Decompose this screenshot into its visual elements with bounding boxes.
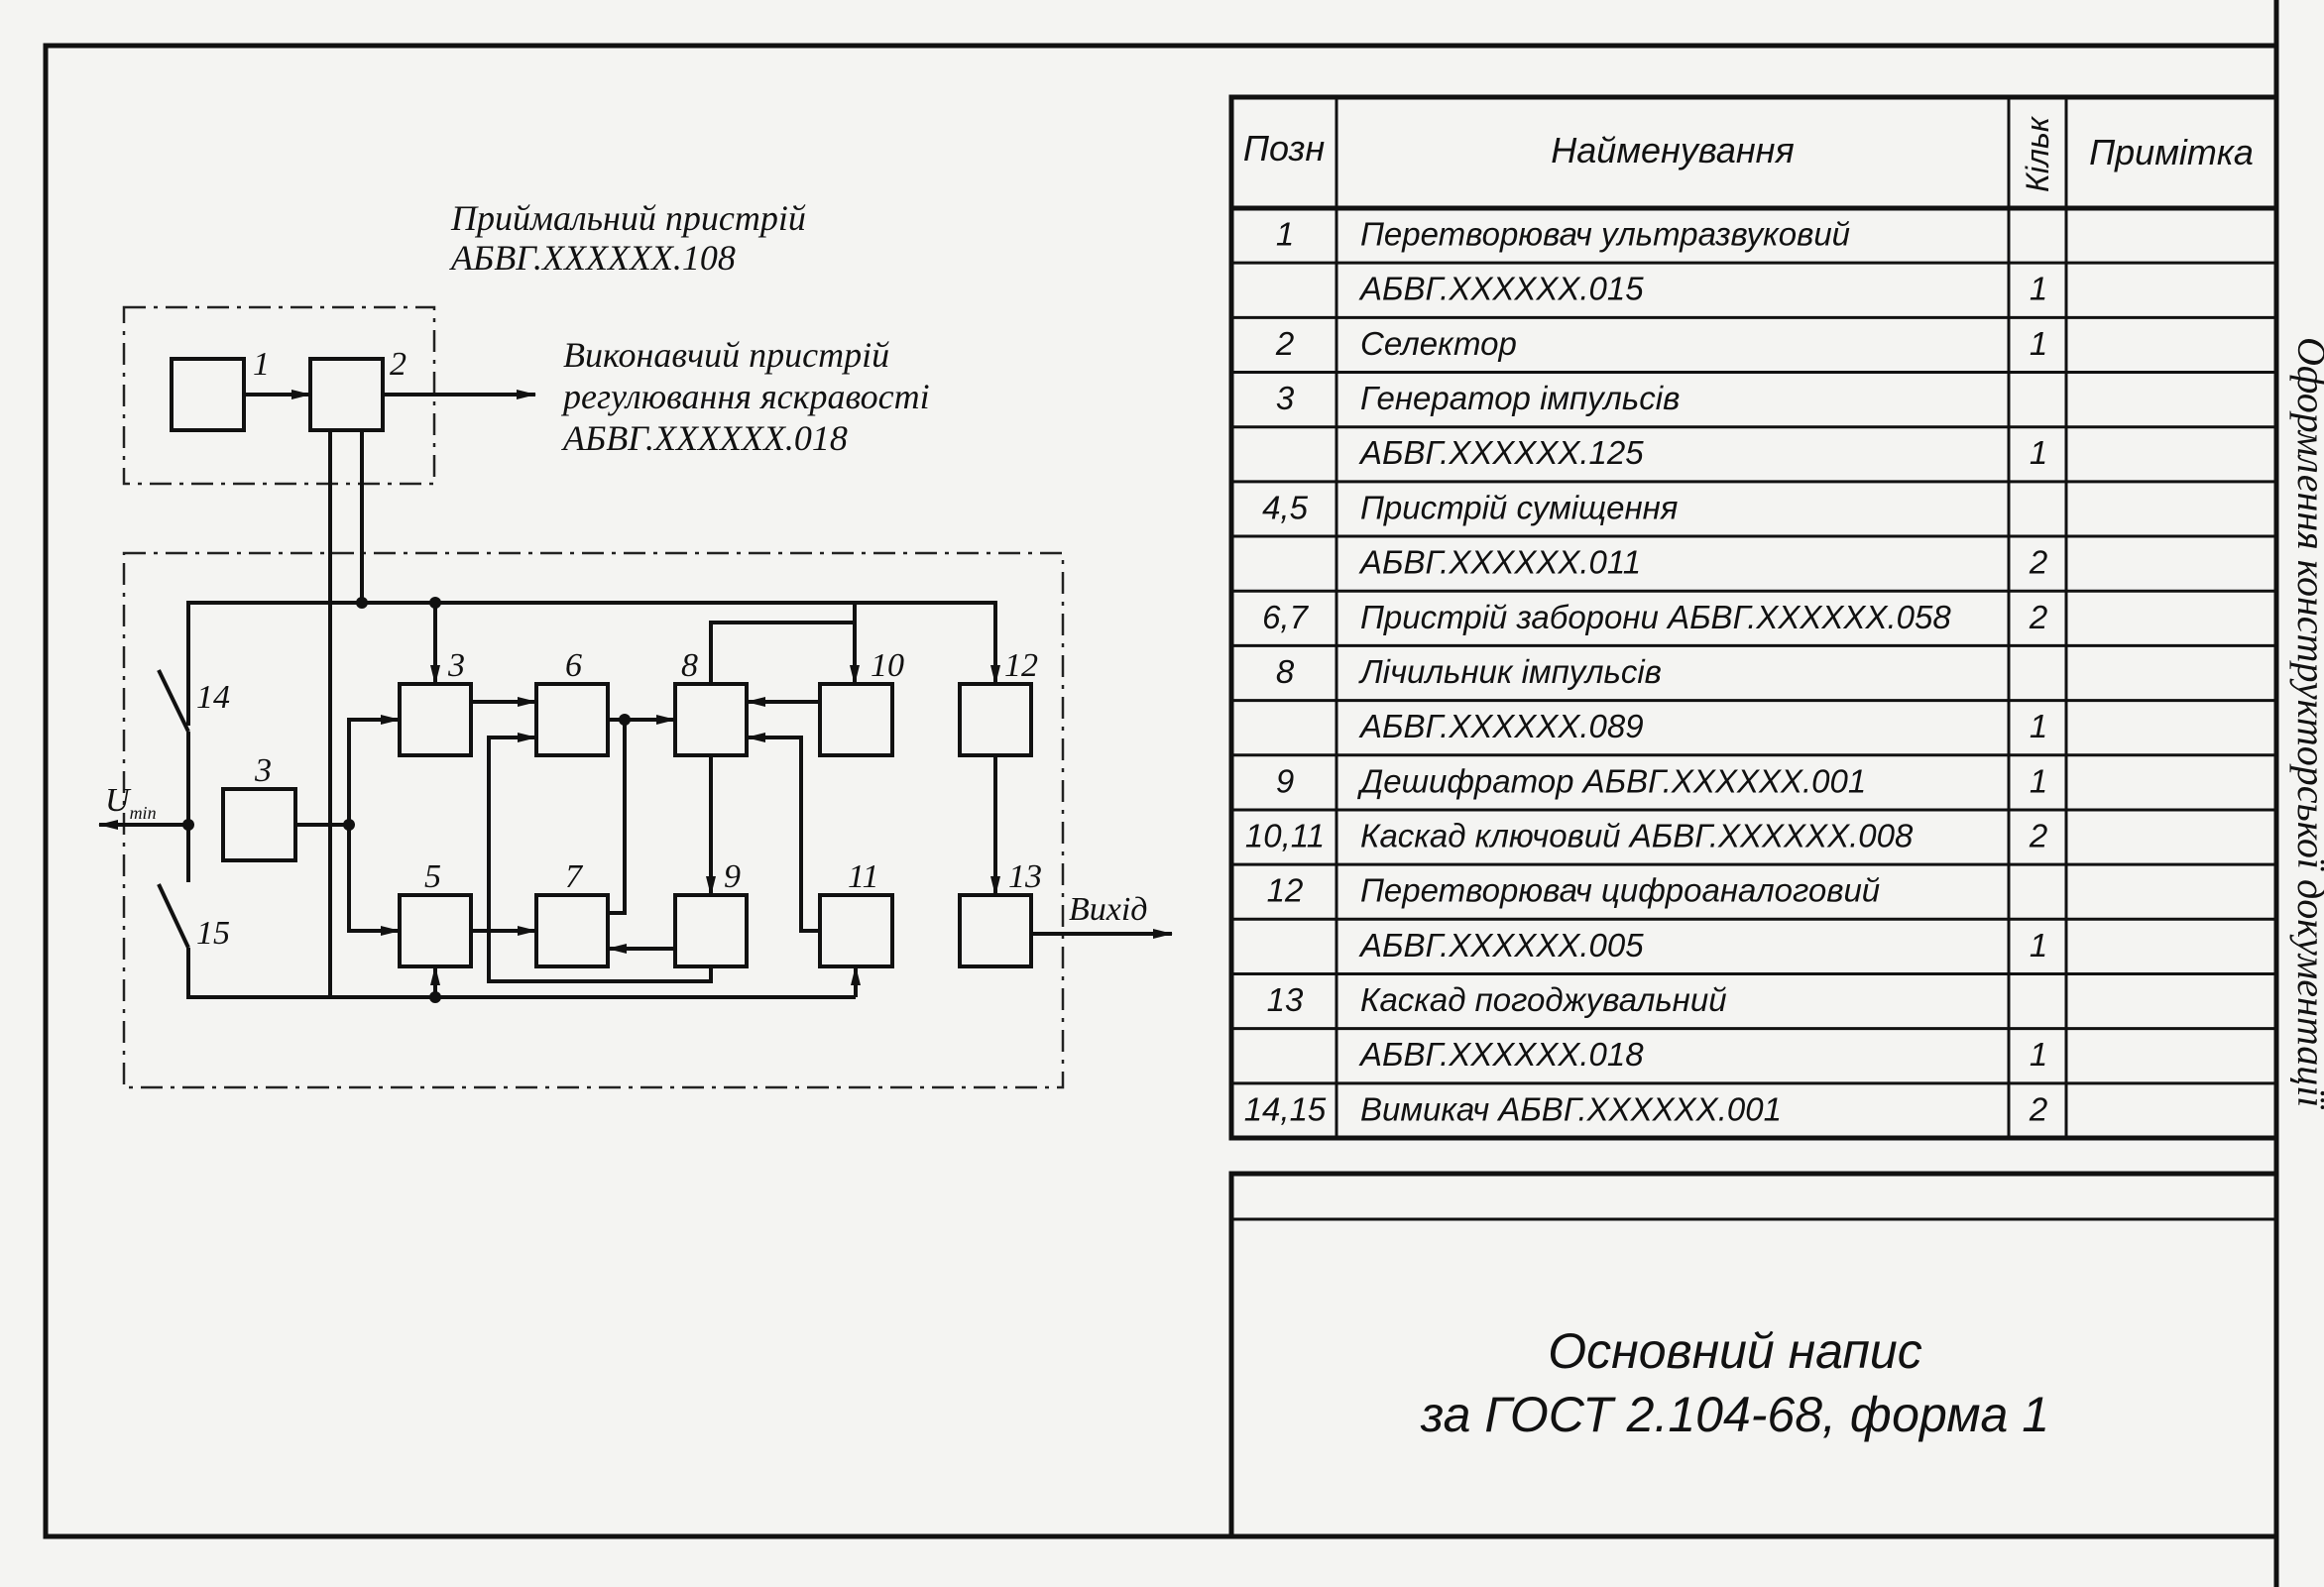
side-caption: Оформлення конструкторської документації — [2289, 337, 2324, 1109]
junction-dot — [429, 991, 441, 1003]
label-3-top: 3 — [447, 647, 465, 684]
table-cell-pos: 2 — [1275, 325, 1294, 362]
actuator-title-line3: АБВГ.XXXXXX.018 — [561, 418, 848, 458]
table-cell-pos: 8 — [1276, 653, 1295, 690]
table-cell-qty: 2 — [2029, 544, 2047, 581]
block-9 — [673, 893, 749, 968]
table-cell-name: АБВГ.XXXXXX.005 — [1358, 927, 1644, 964]
table-cell-name: АБВГ.XXXXXX.125 — [1358, 434, 1644, 471]
block-13 — [958, 893, 1033, 968]
junction-dot — [343, 819, 355, 831]
block-3-left — [221, 787, 297, 862]
wires — [98, 390, 1173, 999]
label-11: 11 — [848, 858, 878, 895]
actuator-title-line2: регулювання яскравості — [560, 377, 930, 416]
output-label: Вихід — [1069, 891, 1148, 928]
block-8 — [673, 682, 749, 757]
table-cell-name: Каскад ключовий АБВГ.XXXXXX.008 — [1360, 817, 1914, 853]
table-cell-pos: 9 — [1276, 762, 1294, 799]
receiver-title-line2: АБВГ.XXXXXX.108 — [449, 238, 736, 278]
table-cell-qty: 1 — [2030, 927, 2047, 964]
table-cell-name: Перетворювач ультразвуковий — [1360, 216, 1850, 253]
label-5: 5 — [424, 858, 441, 895]
block-diagram: Приймальний пристрій АБВГ.XXXXXX.108 Вик… — [98, 198, 1173, 1089]
title-block-line2: за ГОСТ 2.104-68, форма 1 — [1420, 1387, 2049, 1442]
label-10: 10 — [871, 647, 904, 684]
label-switch-15: 15 — [196, 915, 230, 952]
header-qty: Кільк — [2020, 115, 2055, 192]
table-cell-pos: 10,11 — [1245, 817, 1325, 853]
actuator-enclosure — [122, 551, 1065, 1089]
table-cell-name: Каскад погоджувальний — [1360, 981, 1727, 1018]
block-2 — [308, 357, 385, 432]
table-cell-name: Пристрій заборони АБВГ.XXXXXX.058 — [1360, 599, 1951, 635]
junction-dot — [619, 714, 631, 726]
table-cell-name: Перетворювач цифроаналоговий — [1360, 872, 1880, 909]
label-8: 8 — [681, 647, 698, 684]
table-cell-name: АБВГ.XXXXXX.015 — [1358, 271, 1644, 307]
table-cell-pos: 1 — [1276, 216, 1294, 253]
block-6 — [534, 682, 610, 757]
table-cell-pos: 3 — [1276, 380, 1295, 416]
block-3-top — [398, 682, 473, 757]
header-pos: Позн — [1243, 128, 1325, 169]
table-cell-qty: 1 — [2030, 271, 2047, 307]
receiver-title-line1: Приймальний пристрій — [450, 198, 806, 238]
junction-dot — [429, 597, 441, 609]
label-7: 7 — [565, 858, 584, 895]
table-cell-name: Дешифратор АБВГ.XXXXXX.001 — [1356, 762, 1866, 799]
table-cell-name: Пристрій суміщення — [1360, 489, 1678, 525]
block-7 — [534, 893, 610, 968]
label-12: 12 — [1004, 647, 1038, 684]
table-cell-name: АБВГ.XXXXXX.018 — [1358, 1036, 1644, 1073]
label-3-left: 3 — [254, 752, 272, 789]
header-name: Найменування — [1551, 130, 1794, 170]
spec-table-border — [1228, 94, 2279, 1141]
junction-dot — [356, 597, 368, 609]
label-13: 13 — [1008, 858, 1042, 895]
table-cell-name: АБВГ.XXXXXX.089 — [1358, 708, 1644, 744]
table-cell-pos: 6,7 — [1262, 599, 1310, 635]
block-11 — [818, 893, 894, 968]
sheet-frame — [43, 43, 2279, 1539]
table-cell-qty: 1 — [2030, 762, 2047, 799]
table-cell-qty: 1 — [2030, 325, 2047, 362]
table-cell-qty: 2 — [2029, 817, 2047, 853]
title-block-line1: Основний напис — [1548, 1323, 1921, 1379]
table-cell-qty: 1 — [2030, 434, 2047, 471]
table-cell-name: Лічильник імпульсів — [1358, 653, 1662, 690]
label-9: 9 — [724, 858, 741, 895]
block-1 — [170, 357, 246, 432]
table-cell-name: Генератор імпульсів — [1360, 380, 1680, 416]
block-12 — [958, 682, 1033, 757]
block-5 — [398, 893, 473, 968]
table-cell-qty: 1 — [2030, 708, 2047, 744]
title-block-border — [1228, 1171, 2279, 1539]
title-block: Основний напис за ГОСТ 2.104-68, форма 1 — [1228, 1171, 2279, 1539]
block-10 — [818, 682, 894, 757]
label-2: 2 — [390, 346, 407, 383]
header-note: Примітка — [2089, 132, 2254, 172]
receiver-enclosure — [122, 305, 436, 486]
table-cell-name: Вимикач АБВГ.XXXXXX.001 — [1360, 1090, 1782, 1127]
table-cell-qty: 2 — [2029, 599, 2047, 635]
table-cell-name: Селектор — [1360, 325, 1517, 362]
junction-dot — [182, 819, 194, 831]
table-cell-pos: 13 — [1267, 981, 1304, 1018]
actuator-title-line1: Виконавчий пристрій — [563, 335, 889, 375]
table-cell-qty: 2 — [2029, 1090, 2047, 1127]
table-cell-pos: 4,5 — [1262, 489, 1309, 525]
umin-label: Umin — [105, 782, 157, 823]
table-cell-pos: 12 — [1267, 872, 1304, 909]
label-switch-14: 14 — [196, 679, 230, 716]
table-cell-pos: 14,15 — [1244, 1090, 1327, 1127]
table-cell-qty: 1 — [2030, 1036, 2047, 1073]
label-6: 6 — [565, 647, 582, 684]
table-cell-name: АБВГ.XXXXXX.011 — [1358, 544, 1641, 581]
label-1: 1 — [253, 346, 270, 383]
